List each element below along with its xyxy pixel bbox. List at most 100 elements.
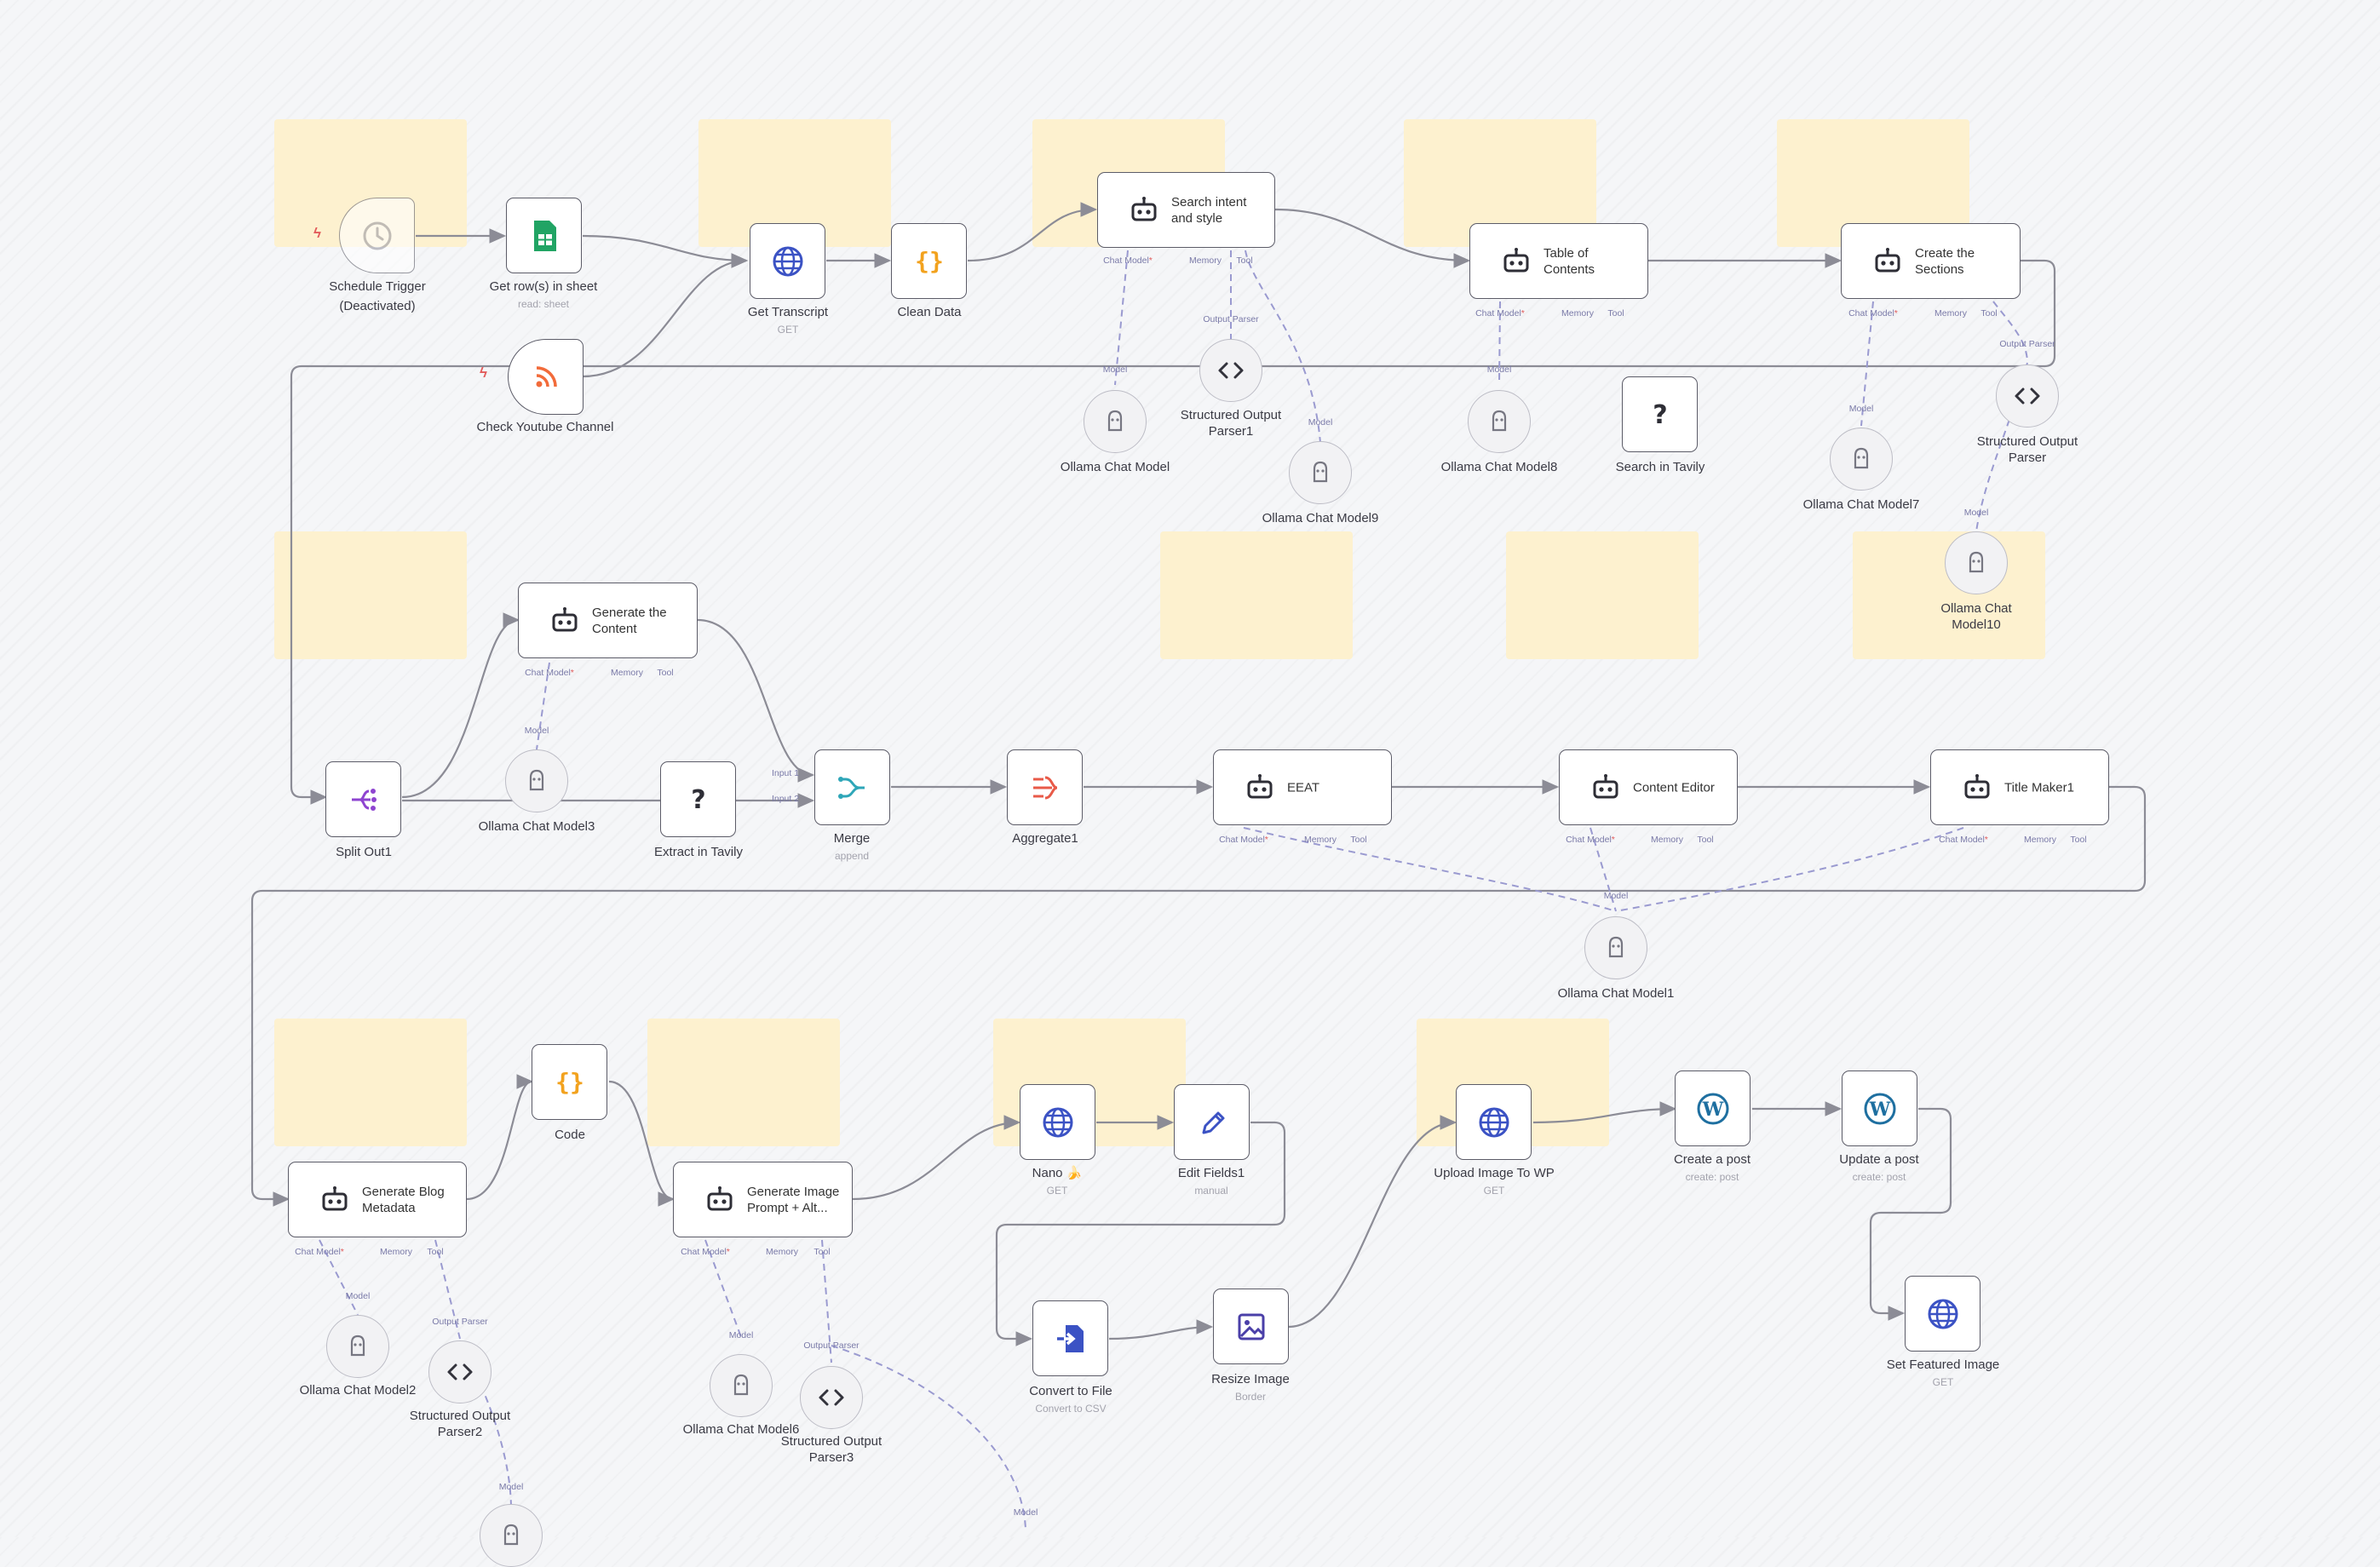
robot-icon bbox=[322, 1185, 348, 1210]
svg-text:?: ? bbox=[691, 785, 705, 815]
pencil-icon bbox=[1202, 1111, 1224, 1134]
port-label: Model bbox=[345, 1291, 371, 1301]
node-label: Ollama Chat Model8 bbox=[1440, 460, 1558, 474]
sub-connections bbox=[319, 250, 2028, 1530]
search-in-tavily-node[interactable]: ? bbox=[1622, 376, 1698, 452]
set-featured-image-node[interactable] bbox=[1905, 1276, 1980, 1352]
question-icon: ? bbox=[1653, 400, 1667, 430]
wordpress-icon: W bbox=[1864, 1093, 1895, 1124]
nano-http-node[interactable] bbox=[1020, 1084, 1095, 1160]
aggregate-icon bbox=[1032, 776, 1057, 799]
title-maker1-agent-node[interactable]: Title Maker1 bbox=[1930, 749, 2109, 825]
node-label: Update a post bbox=[1839, 1152, 1919, 1167]
port-label: Tool bbox=[1697, 835, 1714, 845]
port-label: Memory bbox=[611, 668, 643, 678]
ollama-chat-model1-node[interactable] bbox=[1584, 916, 1647, 979]
check-youtube-channel-node[interactable] bbox=[508, 339, 584, 415]
sticky-note[interactable] bbox=[1506, 531, 1699, 659]
generate-image-prompt-agent-node[interactable]: Generate Image Prompt + Alt... bbox=[673, 1162, 853, 1237]
port-label: Model bbox=[498, 1482, 524, 1492]
ollama-chat-model3-node[interactable] bbox=[505, 749, 568, 812]
content-editor-agent-node[interactable]: Content Editor bbox=[1559, 749, 1738, 825]
resize-image-node[interactable] bbox=[1213, 1289, 1289, 1364]
svg-text:{}: {} bbox=[915, 247, 944, 275]
structured-output-parser1-node[interactable] bbox=[1199, 339, 1262, 402]
node-label: Ollama Chat Model9 bbox=[1262, 511, 1379, 525]
port-label: Chat Model bbox=[1219, 835, 1268, 845]
node-subtitle: GET bbox=[1483, 1185, 1505, 1197]
merge-node[interactable] bbox=[814, 749, 890, 825]
code-node[interactable]: {} bbox=[532, 1044, 607, 1120]
port-label: Tool bbox=[1607, 308, 1624, 319]
connection bbox=[697, 618, 815, 783]
ollama-icon bbox=[1107, 410, 1123, 432]
ollama-chat-model6-node[interactable] bbox=[710, 1354, 773, 1417]
node-label: Ollama Chat Model10 bbox=[1940, 601, 2012, 632]
port-label: Tool bbox=[1980, 308, 1998, 319]
aggregate1-node[interactable] bbox=[1007, 749, 1083, 825]
node-label: EEAT bbox=[1287, 780, 1320, 795]
generate-content-agent-node[interactable]: Generate the Content bbox=[518, 583, 698, 658]
ollama-icon bbox=[1608, 936, 1624, 958]
table-of-contents-agent-node[interactable]: Table of Contents bbox=[1469, 223, 1648, 299]
split-out1-node[interactable] bbox=[325, 761, 401, 837]
generate-blog-metadata-agent-node[interactable]: Generate Blog Metadata bbox=[288, 1162, 467, 1237]
ollama-icon bbox=[529, 769, 544, 791]
upload-image-wp-node[interactable] bbox=[1456, 1084, 1532, 1160]
sticky-note[interactable] bbox=[647, 1019, 840, 1146]
robot-icon bbox=[1247, 773, 1273, 798]
node-label: Set Featured Image bbox=[1886, 1357, 2000, 1372]
port-label: Tool bbox=[1350, 835, 1367, 845]
eeat-agent-node[interactable]: EEAT bbox=[1213, 749, 1392, 825]
schedule-trigger-node[interactable] bbox=[339, 198, 415, 273]
structured-output-parser3-node[interactable] bbox=[800, 1366, 863, 1429]
port-label: Model bbox=[1013, 1507, 1038, 1518]
structured-output-parser-node[interactable] bbox=[1996, 364, 2059, 428]
node-label: Generate Blog Metadata bbox=[362, 1184, 445, 1215]
node-subtitle: manual bbox=[1194, 1185, 1228, 1197]
ollama-chat-model-partial-node[interactable] bbox=[480, 1504, 543, 1567]
ollama-icon bbox=[1969, 551, 1984, 573]
clean-data-node[interactable]: {} bbox=[891, 223, 967, 299]
ollama-chat-model2-node[interactable] bbox=[326, 1315, 389, 1378]
ollama-chat-model7-node[interactable] bbox=[1830, 428, 1893, 491]
node-subtitle: GET bbox=[777, 324, 799, 336]
node-subtitle: Convert to CSV bbox=[1035, 1403, 1107, 1415]
create-post-node[interactable]: W bbox=[1675, 1070, 1751, 1146]
ollama-icon bbox=[1854, 447, 1869, 469]
ollama-chat-model-node[interactable] bbox=[1084, 390, 1147, 453]
sticky-note[interactable] bbox=[274, 531, 467, 659]
node-label: Get Transcript bbox=[747, 305, 829, 319]
node-label: Generate Image Prompt + Alt... bbox=[747, 1184, 840, 1215]
ollama-chat-model8-node[interactable] bbox=[1468, 390, 1531, 453]
structured-output-parser2-node[interactable] bbox=[428, 1340, 492, 1403]
edit-fields1-node[interactable] bbox=[1174, 1084, 1250, 1160]
convert-to-file-node[interactable] bbox=[1032, 1300, 1108, 1376]
port-label: Tool bbox=[2070, 835, 2087, 845]
port-label: Memory bbox=[766, 1247, 798, 1257]
node-label: Structured Output Parser3 bbox=[780, 1434, 882, 1465]
sticky-note[interactable] bbox=[1160, 531, 1353, 659]
search-intent-agent-node[interactable]: Search intent and style bbox=[1097, 172, 1275, 248]
port-label: Chat Model bbox=[1103, 255, 1153, 266]
sticky-note[interactable] bbox=[274, 1019, 467, 1146]
get-transcript-node[interactable] bbox=[750, 223, 825, 299]
node-subtitle: create: post bbox=[1852, 1171, 1906, 1183]
merge-icon bbox=[837, 776, 865, 799]
ollama-chat-model9-node[interactable] bbox=[1289, 441, 1352, 504]
ollama-chat-model10-node[interactable] bbox=[1945, 531, 2008, 594]
create-sections-agent-node[interactable]: Create the Sections bbox=[1841, 223, 2021, 299]
get-rows-node[interactable] bbox=[506, 198, 582, 273]
port-label: Tool bbox=[657, 668, 674, 678]
port-label: Chat Model bbox=[295, 1247, 344, 1257]
code-braces-icon: {} bbox=[915, 247, 944, 275]
node-label: Aggregate1 bbox=[1012, 831, 1078, 846]
globe-icon bbox=[1479, 1107, 1509, 1137]
port-label: Chat Model bbox=[1475, 308, 1525, 319]
extract-in-tavily-node[interactable]: ? bbox=[660, 761, 736, 837]
update-post-node[interactable]: W bbox=[1842, 1070, 1917, 1146]
file-convert-icon bbox=[1056, 1324, 1084, 1352]
port-label: Model bbox=[728, 1330, 754, 1340]
svg-text:W: W bbox=[1868, 1099, 1890, 1121]
